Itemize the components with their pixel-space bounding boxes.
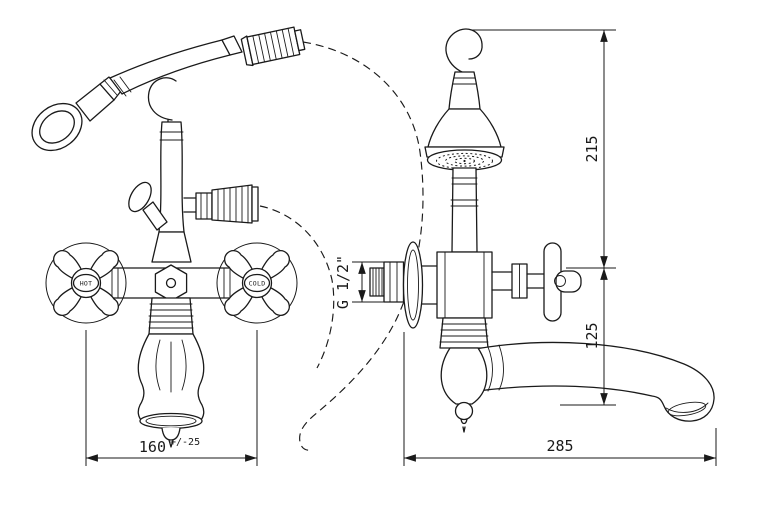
mixer-body-front xyxy=(95,264,247,302)
handshower-hook-side xyxy=(445,28,483,75)
dim-height-lower: 125 xyxy=(560,267,616,406)
dim-center-distance-value: 160 xyxy=(139,438,166,456)
shower-head-side xyxy=(424,108,505,171)
dim-thread: G 1/2" xyxy=(334,255,392,309)
mixer-body-side xyxy=(436,251,493,319)
hot-label: HOT xyxy=(80,280,93,288)
dim-height-upper-value: 215 xyxy=(583,135,601,162)
side-view: G 1/2" xyxy=(334,28,717,466)
mixer-column xyxy=(151,121,192,263)
hose-dashed xyxy=(259,41,424,451)
handshower-front xyxy=(31,35,243,152)
spout-front xyxy=(137,297,205,448)
dim-center-distance-tolerance: +/-25 xyxy=(170,437,200,448)
diverter-handle-side xyxy=(491,242,582,322)
hose-outlet-front xyxy=(183,184,259,224)
wall-flange xyxy=(369,241,438,329)
handshower-handle-side xyxy=(448,71,481,110)
body-ribs-side xyxy=(439,317,489,349)
dim-thread-label: G 1/2" xyxy=(334,255,352,309)
diverter-lever-front xyxy=(128,181,168,231)
dim-center-distance: 160 +/-25 xyxy=(85,330,258,466)
finial-side xyxy=(440,347,488,433)
handle-hot: HOT xyxy=(45,242,127,324)
cold-label: COLD xyxy=(249,280,266,288)
front-view: HOT COLD 160 +/-25 xyxy=(31,26,424,466)
dim-reach: 285 xyxy=(403,332,717,466)
handle-cold: COLD xyxy=(216,242,298,324)
hose-connector-front xyxy=(240,26,306,67)
wall-nut xyxy=(383,261,405,303)
dim-reach-value: 285 xyxy=(546,437,573,455)
shower-cradle xyxy=(147,77,177,129)
riser-side xyxy=(450,167,479,253)
dim-height-upper: 215 xyxy=(472,29,616,268)
dim-height-lower-value: 125 xyxy=(583,322,601,349)
spout-side xyxy=(469,341,715,422)
